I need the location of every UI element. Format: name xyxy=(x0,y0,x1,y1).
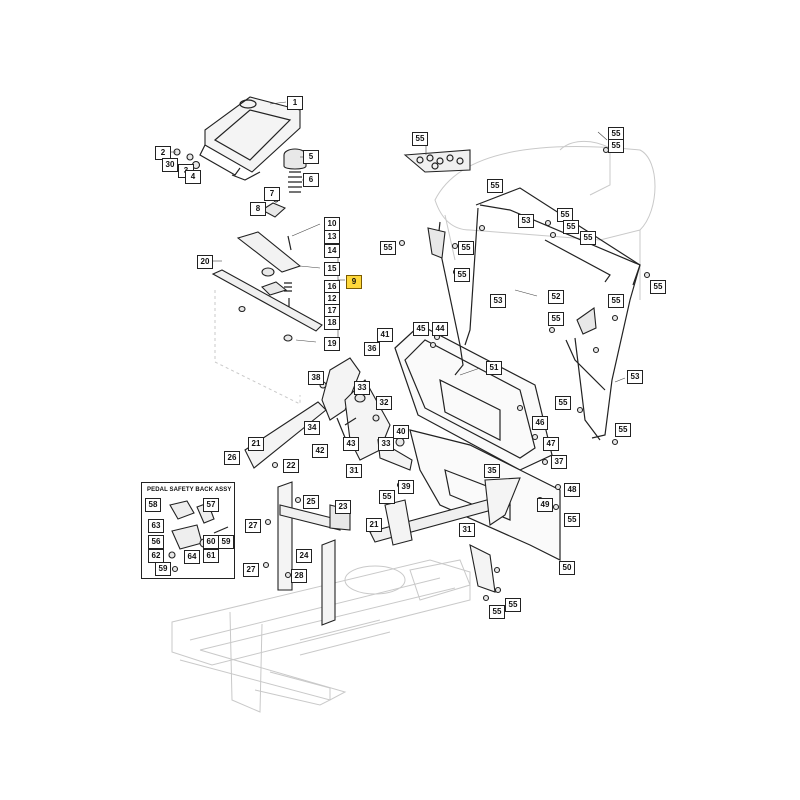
callout-4: 4 xyxy=(185,170,201,184)
callout-37: 37 xyxy=(551,455,567,469)
callout-23: 23 xyxy=(335,500,351,514)
callout-58: 58 xyxy=(145,498,161,512)
callout-9: 9 xyxy=(346,275,362,289)
callout-34: 34 xyxy=(304,421,320,435)
callout-44: 44 xyxy=(432,322,448,336)
callout-47: 47 xyxy=(543,437,559,451)
callout-52: 52 xyxy=(548,290,564,304)
callout-38: 38 xyxy=(308,371,324,385)
fastener-kit-bag xyxy=(403,149,471,173)
callout-46: 46 xyxy=(532,416,548,430)
callout-55: 55 xyxy=(379,490,395,504)
callout-30: 30 xyxy=(162,158,178,172)
callout-61: 61 xyxy=(203,549,219,563)
callout-20: 20 xyxy=(197,255,213,269)
seat-pan xyxy=(199,96,301,181)
callout-32: 32 xyxy=(376,396,392,410)
chassis-frame-outline xyxy=(171,290,471,713)
inset-title: PEDAL SAFETY BACK ASSY xyxy=(147,487,232,493)
callout-27: 27 xyxy=(245,519,261,533)
callout-59: 59 xyxy=(155,562,171,576)
callout-55: 55 xyxy=(608,139,624,153)
callout-55: 55 xyxy=(564,513,580,527)
callout-31: 31 xyxy=(346,464,362,478)
callout-41: 41 xyxy=(377,328,393,342)
callout-6: 6 xyxy=(303,173,319,187)
callout-28: 28 xyxy=(291,569,307,583)
callout-55: 55 xyxy=(580,231,596,245)
callout-36: 36 xyxy=(364,342,380,356)
callout-8: 8 xyxy=(250,202,266,216)
callout-55: 55 xyxy=(454,268,470,282)
callout-26: 26 xyxy=(224,451,240,465)
callout-55: 55 xyxy=(548,312,564,326)
callout-63: 63 xyxy=(148,519,164,533)
callout-55: 55 xyxy=(608,294,624,308)
callout-24: 24 xyxy=(296,549,312,563)
seat-slide-group xyxy=(211,218,345,343)
callout-35: 35 xyxy=(484,464,500,478)
callout-33: 33 xyxy=(378,437,394,451)
callout-64: 64 xyxy=(184,550,200,564)
callout-55: 55 xyxy=(380,241,396,255)
callout-10: 10 xyxy=(324,217,340,231)
callout-56: 56 xyxy=(148,535,164,549)
callout-53: 53 xyxy=(627,370,643,384)
callout-39: 39 xyxy=(398,480,414,494)
callout-55: 55 xyxy=(505,598,521,612)
callout-43: 43 xyxy=(343,437,359,451)
callout-50: 50 xyxy=(559,561,575,575)
callout-51: 51 xyxy=(486,361,502,375)
callout-42: 42 xyxy=(312,444,328,458)
callout-22: 22 xyxy=(283,459,299,473)
callout-57: 57 xyxy=(203,498,219,512)
callout-18: 18 xyxy=(324,316,340,330)
callout-25: 25 xyxy=(303,495,319,509)
callout-55: 55 xyxy=(487,179,503,193)
callout-59: 59 xyxy=(218,535,234,549)
callout-55: 55 xyxy=(555,396,571,410)
callout-45: 45 xyxy=(413,322,429,336)
callout-19: 19 xyxy=(324,337,340,351)
callout-14: 14 xyxy=(324,244,340,258)
callout-53: 53 xyxy=(518,214,534,228)
callout-62: 62 xyxy=(148,549,164,563)
callout-55: 55 xyxy=(458,241,474,255)
callout-21: 21 xyxy=(248,437,264,451)
callout-21: 21 xyxy=(366,518,382,532)
callout-48: 48 xyxy=(564,483,580,497)
callout-31: 31 xyxy=(459,523,475,537)
callout-27: 27 xyxy=(243,563,259,577)
callout-55: 55 xyxy=(615,423,631,437)
callout-55: 55 xyxy=(489,605,505,619)
callout-7: 7 xyxy=(264,187,280,201)
bag-frame-rails xyxy=(427,187,641,441)
callout-5: 5 xyxy=(303,150,319,164)
callout-53: 53 xyxy=(490,294,506,308)
seat-spring-parts xyxy=(283,148,307,193)
callout-1: 1 xyxy=(287,96,303,110)
callout-49: 49 xyxy=(537,498,553,512)
callout-55: 55 xyxy=(563,220,579,234)
callout-40: 40 xyxy=(393,425,409,439)
callout-55: 55 xyxy=(650,280,666,294)
callout-13: 13 xyxy=(324,230,340,244)
callout-33: 33 xyxy=(354,381,370,395)
callout-60: 60 xyxy=(203,535,219,549)
callout-55: 55 xyxy=(608,127,624,141)
callout-55: 55 xyxy=(412,132,428,146)
callout-15: 15 xyxy=(324,262,340,276)
